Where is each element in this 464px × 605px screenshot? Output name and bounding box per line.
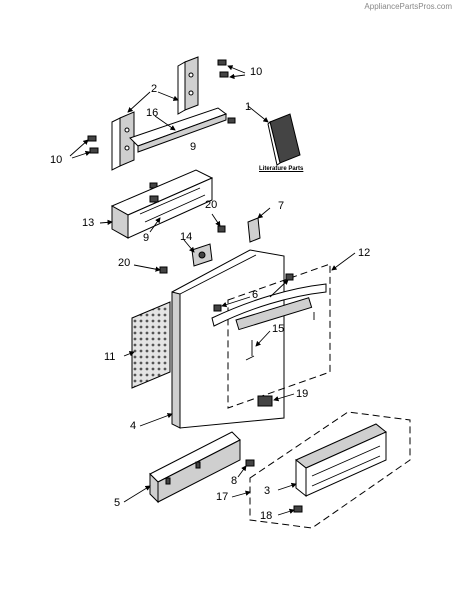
callout-15: 15 xyxy=(272,323,285,335)
callout-6: 6 xyxy=(252,289,259,301)
handle-assembly-12 xyxy=(211,263,331,409)
callout-13: 13 xyxy=(82,217,95,229)
callout-12: 12 xyxy=(358,247,371,259)
callout-20-top: 20 xyxy=(205,199,218,211)
callout-7: 7 xyxy=(278,200,285,212)
callout-8: 8 xyxy=(231,475,238,487)
callout-5: 5 xyxy=(114,497,121,509)
callout-1: 1 xyxy=(245,101,252,113)
literature-parts-label: Literature Parts xyxy=(259,166,304,172)
control-panel-13 xyxy=(110,169,214,239)
watermark: AppliancePartsPros.com xyxy=(364,2,452,11)
leader-lines xyxy=(69,65,356,516)
top-bracket-assembly xyxy=(111,56,228,171)
callout-9-bottom: 9 xyxy=(143,232,150,244)
callout-2: 2 xyxy=(151,83,158,95)
callout-10-top: 10 xyxy=(250,66,263,78)
callout-11: 11 xyxy=(104,351,116,363)
screws-10 xyxy=(87,59,236,189)
callout-19: 19 xyxy=(296,388,309,400)
screws-20 xyxy=(159,217,261,274)
callout-17: 17 xyxy=(216,491,229,503)
badge-19 xyxy=(257,395,273,407)
callout-20-left: 20 xyxy=(118,257,131,269)
outer-door-panel-4 xyxy=(171,249,285,429)
toe-kick-3 xyxy=(249,411,411,529)
literature-booklet xyxy=(267,113,301,166)
callout-4: 4 xyxy=(130,420,137,432)
callout-3: 3 xyxy=(264,485,271,497)
insulation-11 xyxy=(131,301,171,389)
callout-10-left: 10 xyxy=(50,154,63,166)
bracket-5 xyxy=(149,431,255,504)
callout-16: 16 xyxy=(146,107,159,119)
callout-18: 18 xyxy=(260,510,273,522)
callout-9-top: 9 xyxy=(190,141,197,153)
callout-14: 14 xyxy=(180,231,193,243)
latch-14 xyxy=(191,243,213,267)
